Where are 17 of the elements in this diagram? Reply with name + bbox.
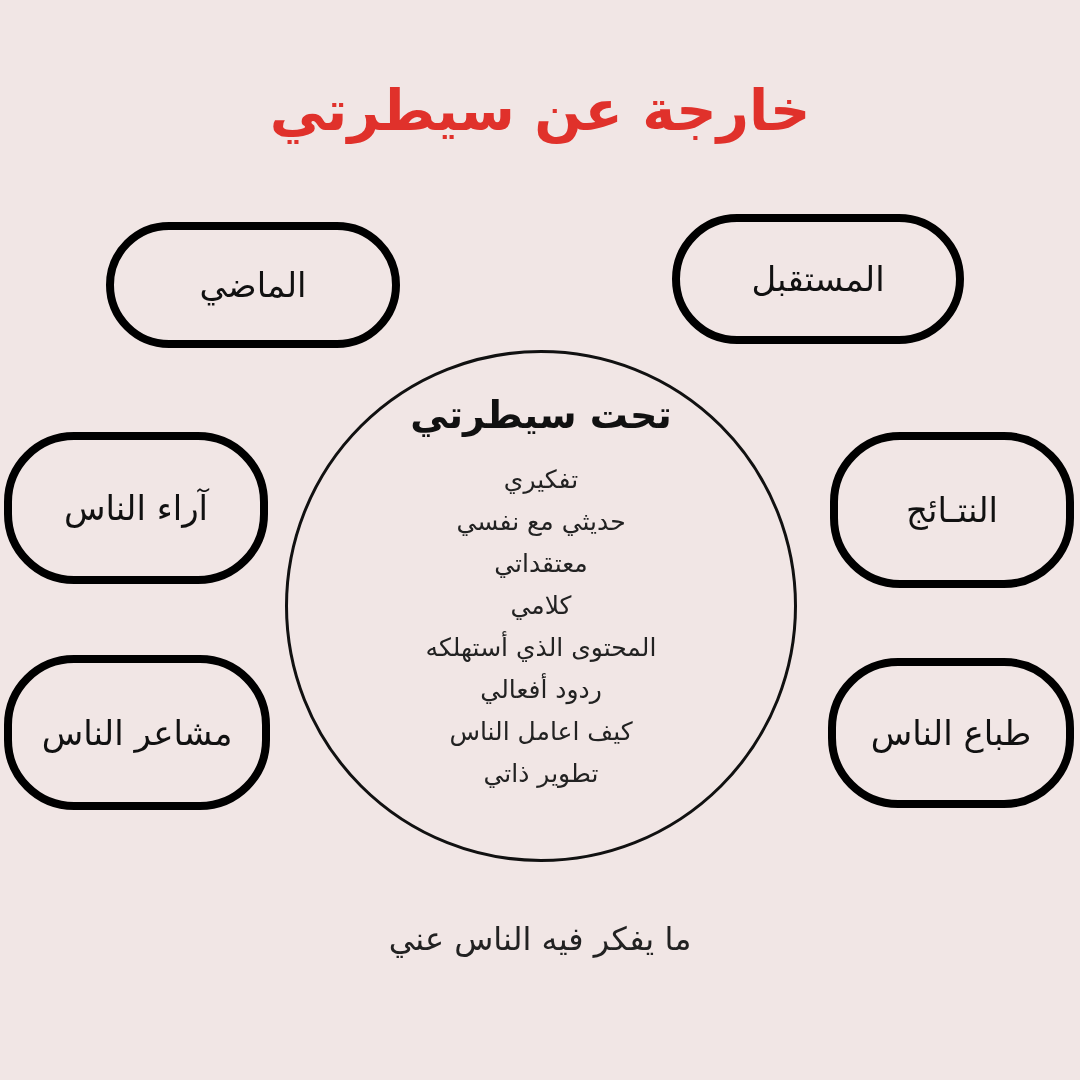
list-item: معتقداتي [494,548,588,580]
box-label: مشاعر الناس [41,712,233,753]
list-item: تفكيري [503,464,579,496]
list-item: حديثي مع نفسي [456,506,626,538]
list-item: ردود أفعالي [480,672,602,707]
box-label: النتـائج [905,490,999,530]
box-label: طباع الناس [870,713,1032,753]
box-label: الماضي [199,265,307,305]
title: خارجة عن سيطرتي [268,78,812,143]
note-text: ما يفكر فيه الناس عني [387,920,693,958]
box-label: المستقبل [751,259,885,299]
list-item: كيف اعامل الناس [449,716,633,748]
box-label: آراء الناس [64,488,209,528]
list-item: تطوير ذاتي [483,758,599,790]
list-item: المحتوى الذي أستهلكه [425,630,657,664]
list-item: كلامي [510,590,572,622]
circle-heading: تحت سيطرتي [410,393,672,437]
